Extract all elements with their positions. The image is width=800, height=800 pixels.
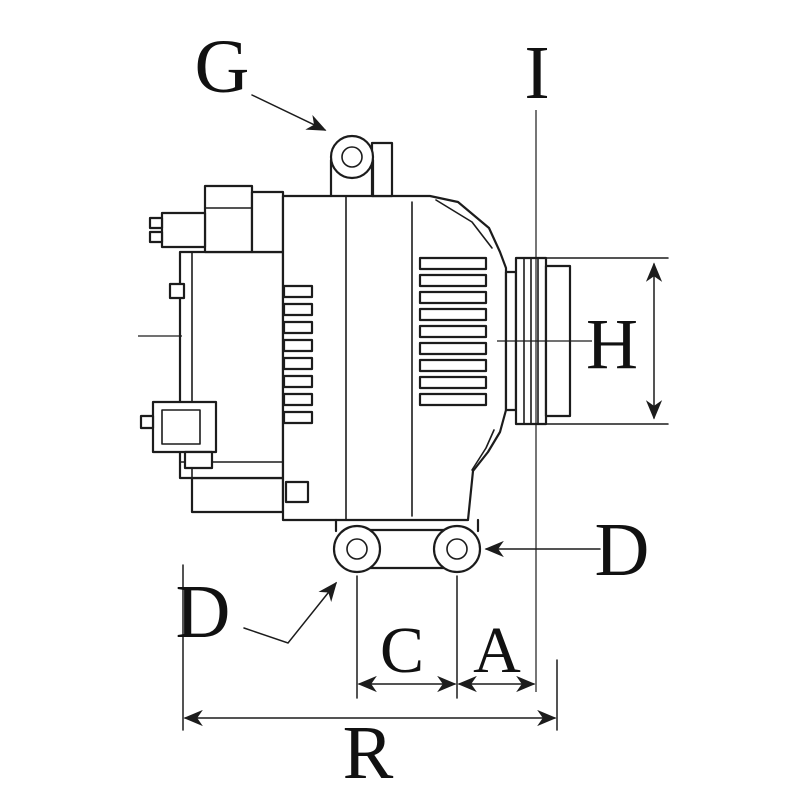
rear-vent-fins	[282, 284, 314, 425]
dimension-label-g: G	[195, 25, 250, 109]
dimension-label-c: C	[380, 614, 424, 687]
left-foot-boss	[332, 524, 382, 574]
right-foot-boss	[432, 524, 482, 574]
terminal-connector	[160, 211, 207, 249]
leader-d-left	[243, 581, 338, 644]
dimension-label-d-left: D	[176, 570, 231, 654]
dimension-label-a: A	[473, 614, 521, 687]
rear-lower-block	[190, 476, 285, 514]
front-vent-fins	[418, 256, 488, 407]
mounting-feet	[332, 518, 482, 574]
leader-g	[251, 94, 327, 131]
regulator-block	[203, 184, 254, 254]
top-lug-hole	[341, 146, 363, 168]
dimension-label-i: I	[524, 31, 549, 115]
top-mounting-lug	[329, 134, 394, 198]
top-lug-boss	[329, 134, 375, 180]
bottom-stub	[284, 480, 310, 504]
left-foot-hole	[346, 538, 368, 560]
stud	[168, 282, 186, 300]
dimension-label-h: H	[586, 304, 638, 384]
main-housing	[281, 194, 508, 522]
dimensions	[182, 94, 669, 731]
dimension-label-r: R	[343, 711, 394, 795]
dimension-label-d-right: D	[595, 508, 650, 592]
right-foot-hole	[446, 538, 468, 560]
alternator-body	[139, 134, 508, 574]
